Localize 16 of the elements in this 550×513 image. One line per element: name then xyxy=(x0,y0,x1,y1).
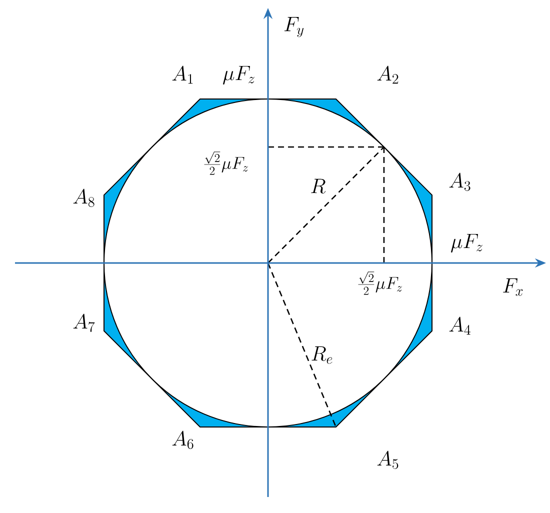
axis-label: $F_y$ xyxy=(284,17,304,38)
axis-label: $F_x$ xyxy=(503,278,523,296)
axis-label: $\mu F_z$ xyxy=(223,66,254,85)
axis-label: $\frac{\sqrt{2}}{2}\mu F_z$ xyxy=(204,152,248,175)
axis-label: $A_6$ xyxy=(172,430,194,449)
axis-label: $A_1$ xyxy=(172,66,193,84)
axis-label: $A_5$ xyxy=(377,450,398,469)
axis-label: $R_e$ xyxy=(312,346,332,364)
axis-label: $A_4$ xyxy=(449,316,470,335)
axis-label: $A_7$ xyxy=(73,314,95,332)
axis-label: $A_3$ xyxy=(449,172,470,191)
axis-label: $\frac{\sqrt{2}}{2}\mu F_z$ xyxy=(358,272,402,295)
axis-label: $A_2$ xyxy=(377,66,398,84)
axis-label: $\mu F_z$ xyxy=(451,234,482,252)
axis-label: $A_8$ xyxy=(73,188,94,207)
axis-label: $R$ xyxy=(311,178,326,194)
